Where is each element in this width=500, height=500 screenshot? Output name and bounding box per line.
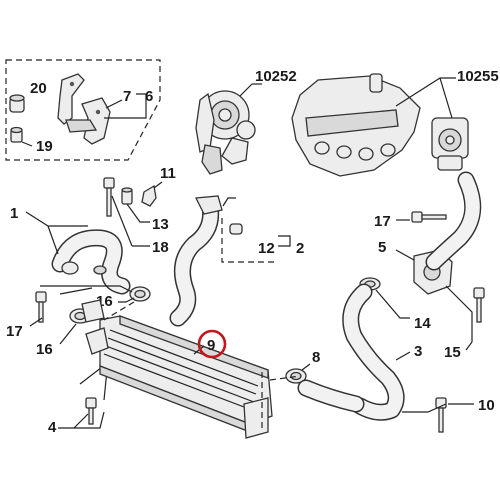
label-4: 4 (48, 419, 57, 436)
label-5: 5 (378, 239, 386, 256)
label-20: 20 (30, 80, 47, 97)
label-16b: 16 (36, 341, 53, 358)
label-17a: 17 (374, 213, 391, 230)
part-17-bolt-left (35, 291, 47, 323)
label-8: 8 (312, 349, 320, 366)
part-16-clamp-upper (129, 286, 151, 302)
part-17-bolt-right (411, 211, 447, 223)
part-10-bolt (435, 397, 447, 433)
part-9-intercooler (81, 299, 273, 439)
label-12: 12 (258, 240, 275, 257)
part-18-bolt (103, 177, 115, 217)
highlight-ring-9 (197, 329, 227, 359)
label-3: 3 (414, 343, 422, 360)
label-19: 19 (36, 138, 53, 155)
turbocharger-10252 (195, 90, 256, 175)
label-1: 1 (10, 205, 18, 222)
label-6: 6 (145, 88, 153, 105)
part-7-bracket (57, 73, 111, 145)
part-4-bolt (85, 397, 97, 425)
intake-manifold (291, 73, 421, 177)
label-2: 2 (296, 240, 304, 257)
part-11-clip (141, 184, 157, 207)
upper-right-hose (425, 171, 482, 271)
part-19-spacer (10, 126, 23, 143)
label-11: 11 (160, 165, 176, 182)
label-10: 10 (478, 397, 495, 414)
label-18: 18 (152, 239, 169, 256)
outlet-hose-short (297, 379, 365, 413)
label-15: 15 (444, 344, 461, 361)
label-7: 7 (123, 88, 131, 105)
label-9: 9 (207, 337, 215, 354)
part-3-hose (342, 283, 405, 421)
part-12-gasket (229, 223, 243, 235)
label-10255: 10255 (457, 68, 499, 85)
label-10252: 10252 (255, 68, 297, 85)
inset-box-small-parts: 20 19 7 6 (5, 59, 161, 161)
egr-valve (431, 117, 469, 171)
label-14: 14 (414, 315, 431, 332)
part-20-bushing (9, 94, 25, 113)
label-17b: 17 (6, 323, 23, 340)
part-2-hose (169, 195, 223, 327)
hose-clamp (93, 265, 107, 275)
label-13: 13 (152, 216, 169, 233)
part-15-bolt (473, 287, 485, 323)
part-1-hose (51, 229, 131, 295)
part-13-cap (121, 187, 133, 205)
part-8-clamp (285, 368, 307, 384)
